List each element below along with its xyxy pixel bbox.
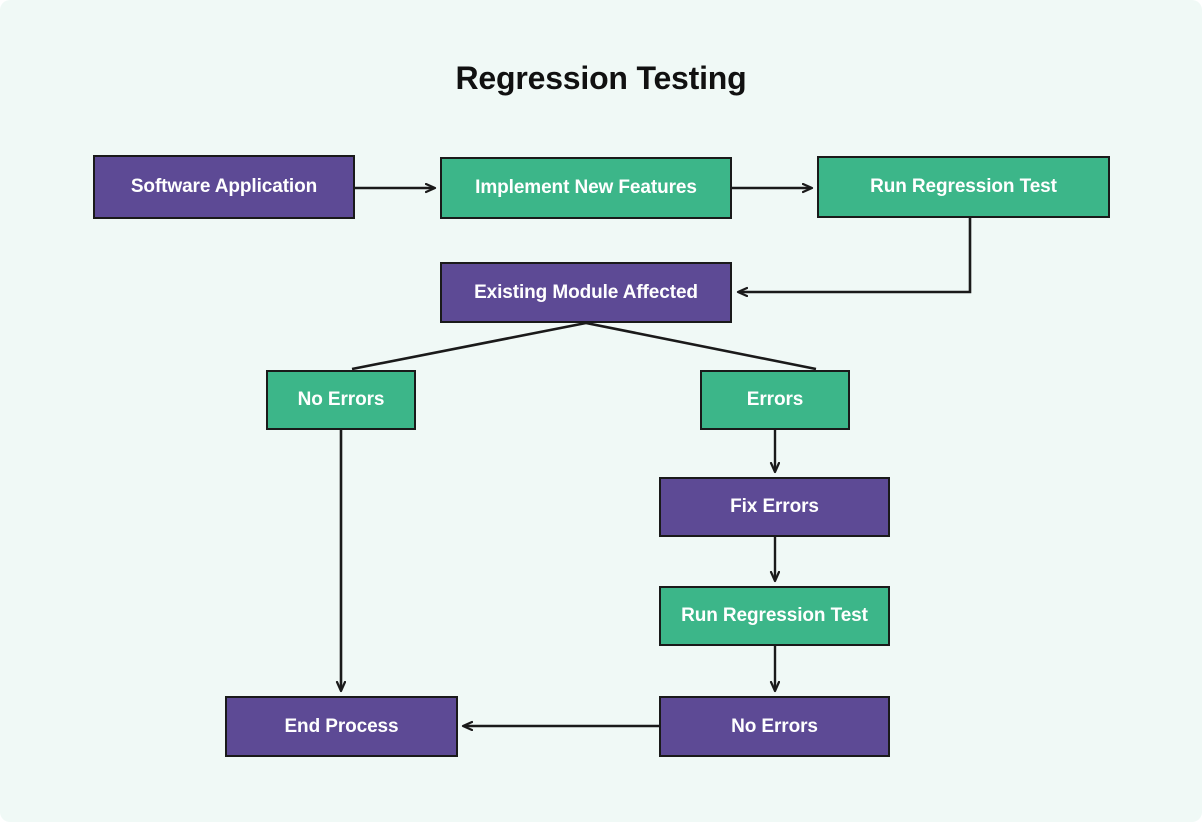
node-errors[interactable]: Errors xyxy=(700,370,850,430)
node-label: No Errors xyxy=(731,715,818,737)
edge-existing-module-affected-to-no-errors-left xyxy=(351,321,587,371)
node-label: Implement New Features xyxy=(475,177,697,199)
node-label: No Errors xyxy=(297,389,385,411)
node-fix-errors[interactable]: Fix Errors xyxy=(659,477,890,537)
node-label: Errors xyxy=(746,389,804,411)
node-implement-new-features[interactable]: Implement New Features xyxy=(440,157,732,219)
node-run-regression-test-top[interactable]: Run Regression Test xyxy=(817,156,1110,218)
node-end-process[interactable]: End Process xyxy=(225,696,458,757)
node-label: Fix Errors xyxy=(730,496,819,518)
node-label: Run Regression Test xyxy=(681,605,868,627)
edge-existing-module-affected-to-errors xyxy=(585,321,817,371)
node-label: End Process xyxy=(284,715,399,737)
node-label: Software Application xyxy=(130,176,318,198)
node-label: Existing Module Affected xyxy=(474,281,698,303)
edge-run-regression-test-to-existing-module-affected xyxy=(739,218,972,292)
page-title: Regression Testing xyxy=(455,60,747,96)
node-software-application[interactable]: Software Application xyxy=(93,155,355,219)
node-no-errors-bottom[interactable]: No Errors xyxy=(659,696,890,757)
node-no-errors-left[interactable]: No Errors xyxy=(266,370,416,430)
node-run-regression-test-bottom[interactable]: Run Regression Test xyxy=(659,586,890,646)
node-label: Run Regression Test xyxy=(870,176,1057,198)
node-existing-module-affected[interactable]: Existing Module Affected xyxy=(440,262,732,323)
